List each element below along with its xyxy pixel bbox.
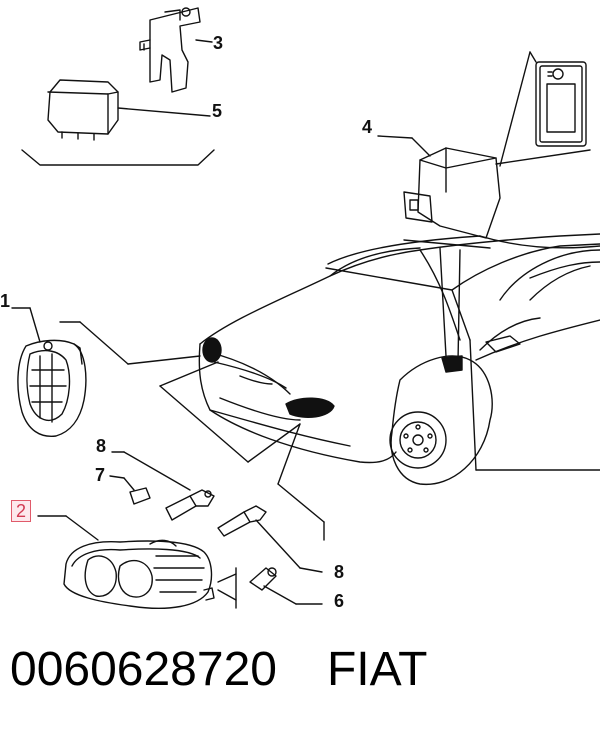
headlamp-location-marker — [202, 337, 222, 363]
part-number: 0060628720 — [10, 643, 277, 696]
callout-1: 1 — [0, 291, 11, 311]
exploded-parts-diagram — [11, 7, 600, 609]
part-number-caption: 0060628720 FIAT — [10, 642, 477, 697]
callout-4: 4 — [362, 117, 373, 137]
headlamp-part-1 — [11, 307, 87, 437]
callout-6: 6 — [334, 591, 345, 611]
callout-5: 5 — [212, 101, 223, 121]
side-lamp-part-2 — [37, 515, 237, 609]
part-location-markers — [202, 337, 463, 418]
callout-8-upper: 8 — [96, 436, 107, 456]
relay-part-5 — [21, 79, 215, 166]
leader-lines — [59, 239, 491, 541]
bracket-part-3 — [139, 7, 213, 93]
bulb-part-6 — [249, 567, 323, 605]
switch-location-marker — [441, 355, 463, 373]
callout-2-highlighted: 2 — [11, 500, 32, 522]
switch-part-4 — [377, 51, 591, 239]
bulbs-upper — [109, 451, 323, 573]
callout-3: 3 — [213, 33, 224, 53]
callout-7: 7 — [95, 465, 106, 485]
brand-name: FIAT — [326, 643, 428, 696]
callout-8-lower: 8 — [334, 562, 345, 582]
car-body — [198, 233, 600, 486]
side-lamp-location-marker — [285, 397, 335, 418]
